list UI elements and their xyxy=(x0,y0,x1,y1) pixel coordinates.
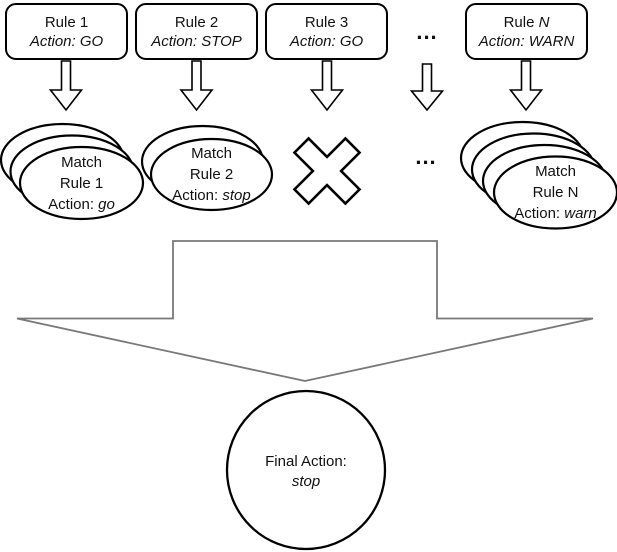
action-label: Action: xyxy=(172,187,219,204)
rule-title-variable: N xyxy=(538,13,550,31)
down-arrow-icon xyxy=(309,60,345,112)
rule-1-box: Rule 1 Action: GO xyxy=(5,3,128,60)
match-rule-1-stack xyxy=(0,122,145,221)
rule-n-box: Rule N Action: WARN xyxy=(465,3,588,60)
stacked-ellipse xyxy=(149,137,274,212)
match-rule-2-label: Match Rule 2 Action: stop xyxy=(149,143,274,206)
match-line: Match xyxy=(61,154,102,171)
down-arrow-icon xyxy=(48,60,84,112)
rule-2-box: Rule 2 Action: STOP xyxy=(135,3,258,60)
stacked-ellipse xyxy=(18,145,145,221)
match-line: Rule N xyxy=(532,184,579,201)
match-line: Rule 2 xyxy=(189,166,234,183)
match-rule-2-stack xyxy=(140,124,274,212)
rule-title: Rule 3 xyxy=(304,13,349,31)
final-action-circle xyxy=(225,389,387,551)
down-arrow-icon xyxy=(508,60,544,112)
final-action-label: Final Action: stop xyxy=(226,452,386,492)
ellipsis-middle: ... xyxy=(415,144,437,169)
action-label: Action: xyxy=(48,196,94,213)
down-arrow-icon xyxy=(409,63,445,112)
rule-title: Rule 2 xyxy=(174,13,219,31)
no-match-cross-icon xyxy=(292,136,362,206)
match-rule-n-stack xyxy=(459,120,617,230)
match-line: Match xyxy=(191,145,232,162)
cross-shape xyxy=(292,136,362,206)
rule-action: Action: GO xyxy=(29,32,104,50)
merge-funnel-arrow xyxy=(16,240,594,382)
match-action-line: Action: go xyxy=(19,194,144,215)
match-line: Match xyxy=(535,163,576,180)
match-rule-1-label: Match Rule 1 Action: go xyxy=(19,152,144,215)
down-arrow-icon xyxy=(179,60,214,112)
final-action-value: stop xyxy=(291,473,321,490)
match-action-line: Action: stop xyxy=(149,185,274,206)
rule-title: Rule N xyxy=(504,13,550,32)
match-action-line: Action: warn xyxy=(493,203,617,224)
rule-title: Rule 1 xyxy=(44,13,89,31)
rule-action: Action: WARN xyxy=(478,32,575,50)
ellipsis-top: ... xyxy=(416,19,438,44)
action-value: go xyxy=(98,196,115,213)
final-action-title: Final Action: xyxy=(265,453,347,470)
rule-action: Action: GO xyxy=(289,32,364,50)
rule-3-box: Rule 3 Action: GO xyxy=(265,3,388,60)
down-arrows-group xyxy=(48,60,544,112)
rule-title-prefix: Rule xyxy=(503,13,535,31)
action-label: Action: xyxy=(514,205,561,222)
rule-action: Action: STOP xyxy=(151,32,242,50)
match-line: Rule 1 xyxy=(59,175,104,192)
action-value: stop xyxy=(222,187,251,204)
stacked-ellipse xyxy=(492,155,617,230)
match-rule-n-label: Match Rule N Action: warn xyxy=(493,161,617,224)
action-value: warn xyxy=(564,205,597,222)
